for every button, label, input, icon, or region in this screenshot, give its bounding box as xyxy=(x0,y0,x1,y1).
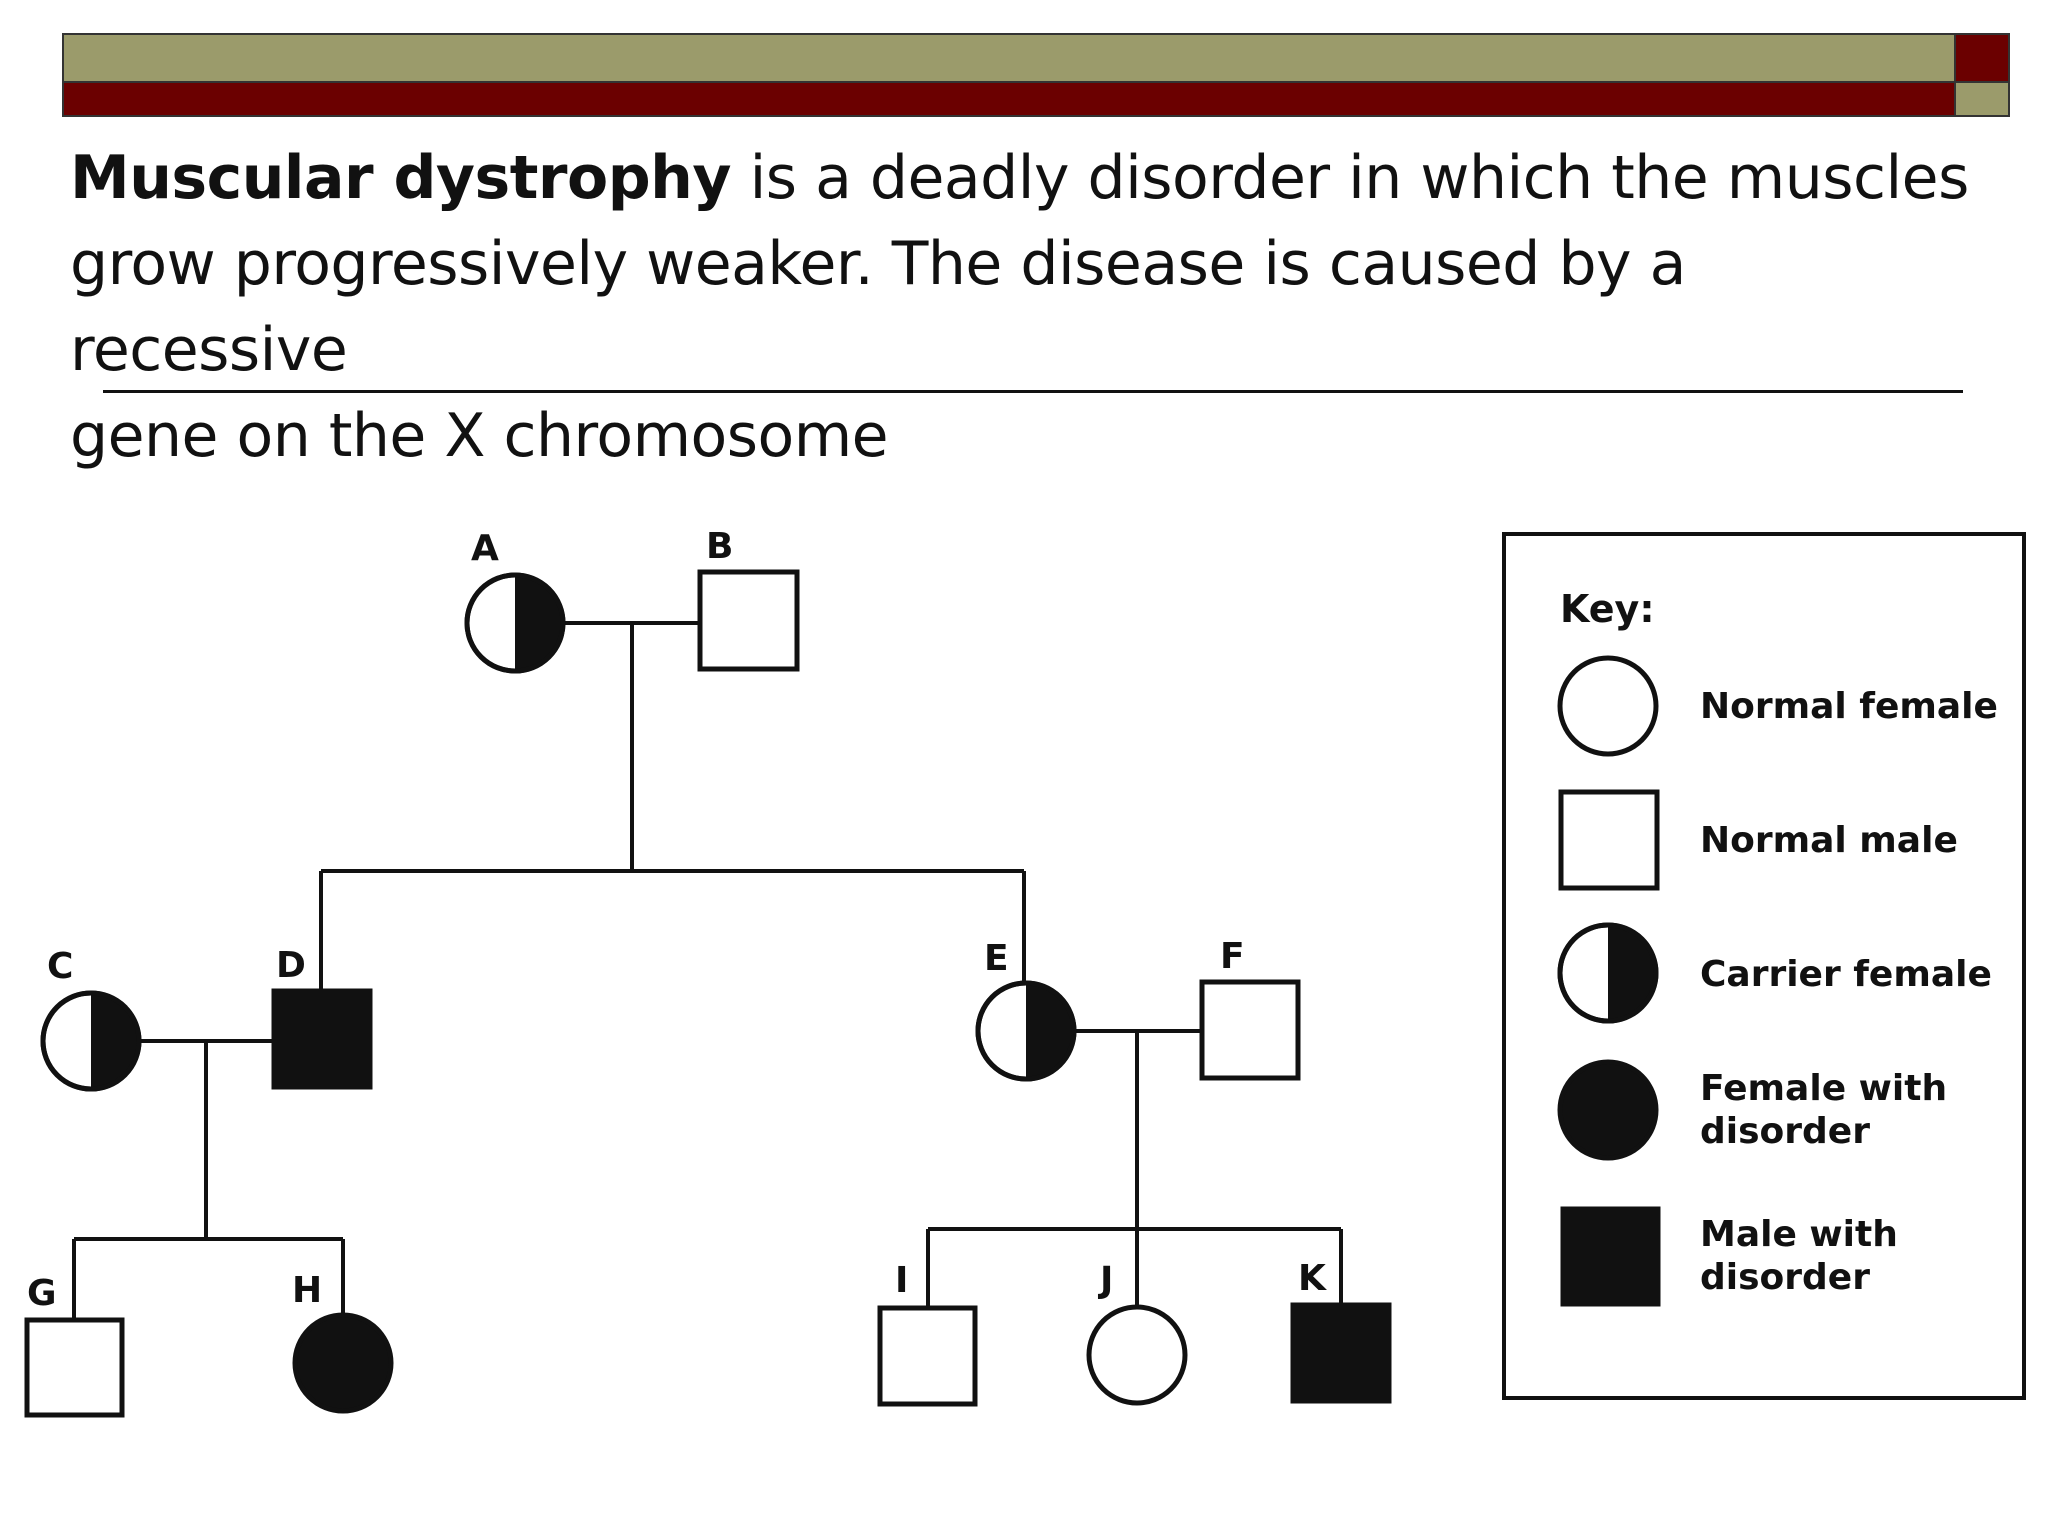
carrier-half-fill xyxy=(91,993,139,1089)
key-label-female-disorder-line2: disorder xyxy=(1700,1111,1870,1152)
key-item-normal-female: Normal female xyxy=(1557,655,1998,757)
pedigree-lines xyxy=(72,621,1343,1320)
female-circle-outline xyxy=(975,980,1077,1082)
individual-F: F xyxy=(1199,936,1301,1081)
label-A: A xyxy=(471,528,499,569)
individual-A: A xyxy=(464,528,566,674)
label-D: D xyxy=(276,945,306,986)
key-legend: Key: Normal female Normal male Carrier f… xyxy=(1502,532,2026,1400)
label-K: K xyxy=(1298,1258,1327,1299)
individual-B: B xyxy=(697,526,800,672)
key-title: Key: xyxy=(1560,587,1655,631)
individual-D: D xyxy=(271,945,373,1090)
intro-paragraph: Muscular dystrophy is a deadly disorder … xyxy=(70,135,1970,479)
intro-bold-term: Muscular dystrophy xyxy=(70,143,732,213)
label-E: E xyxy=(984,938,1009,979)
key-label-female-disorder-line1: Female with xyxy=(1700,1068,1947,1109)
male-square-filled xyxy=(1290,1302,1392,1404)
male-square-filled xyxy=(271,988,373,1090)
header-olive-band xyxy=(62,33,1956,83)
individual-H: H xyxy=(292,1270,394,1414)
individual-I: I xyxy=(877,1260,978,1407)
key-label-carrier-female: Carrier female xyxy=(1700,954,1992,995)
female-circle-outline xyxy=(40,990,142,1092)
individual-G: G xyxy=(24,1273,125,1418)
key-label-male-disorder-line2: disorder xyxy=(1700,1257,1870,1298)
female-circle-outline xyxy=(464,572,566,674)
label-H: H xyxy=(292,1270,322,1311)
label-F: F xyxy=(1220,936,1245,977)
intro-line-2: grow progressively weaker. The disease i… xyxy=(70,229,1686,385)
carrier-half-fill xyxy=(515,575,563,671)
individual-J: J xyxy=(1086,1260,1188,1406)
male-square xyxy=(24,1317,125,1418)
key-label-male-disorder-line1: Male with xyxy=(1700,1214,1898,1255)
intro-line-3: gene on the X chromosome xyxy=(70,401,889,471)
individual-K: K xyxy=(1290,1258,1392,1404)
header-maroon-band xyxy=(62,83,1956,117)
intro-line-1-rest: is a deadly disorder in which the muscle… xyxy=(731,143,1970,213)
header-decoration-bar xyxy=(62,33,2010,117)
key-circle-half-outline xyxy=(1557,922,1659,1024)
key-circle-open-icon xyxy=(1557,655,1659,757)
key-item-female-with-disorder: Female with disorder xyxy=(1557,1059,1947,1161)
key-circle-filled-icon xyxy=(1557,1059,1659,1161)
key-square-filled-icon xyxy=(1560,1206,1661,1307)
female-circle-filled xyxy=(292,1312,394,1414)
female-circle xyxy=(1086,1304,1188,1406)
key-square-open-icon xyxy=(1558,789,1660,891)
intro-underline xyxy=(103,390,1963,393)
label-I: I xyxy=(895,1260,908,1301)
individual-E: E xyxy=(975,938,1077,1082)
key-label-normal-female: Normal female xyxy=(1700,686,1998,727)
key-item-normal-male: Normal male xyxy=(1558,789,1958,891)
label-C: C xyxy=(47,946,73,987)
header-corner-olive xyxy=(1956,83,2010,117)
individual-C: C xyxy=(40,946,142,1092)
header-corner-maroon xyxy=(1956,33,2010,83)
label-G: G xyxy=(27,1273,57,1314)
key-item-male-with-disorder: Male with disorder xyxy=(1560,1206,1898,1307)
label-B: B xyxy=(706,526,733,567)
label-J: J xyxy=(1097,1260,1113,1301)
intro-line-1: Muscular dystrophy is a deadly disorder … xyxy=(70,135,1970,221)
male-square xyxy=(877,1305,978,1407)
male-square xyxy=(697,569,800,672)
male-square xyxy=(1199,979,1301,1081)
key-item-carrier-female: Carrier female xyxy=(1557,922,1992,1024)
key-label-normal-male: Normal male xyxy=(1700,820,1958,861)
carrier-half-fill xyxy=(1026,983,1074,1079)
